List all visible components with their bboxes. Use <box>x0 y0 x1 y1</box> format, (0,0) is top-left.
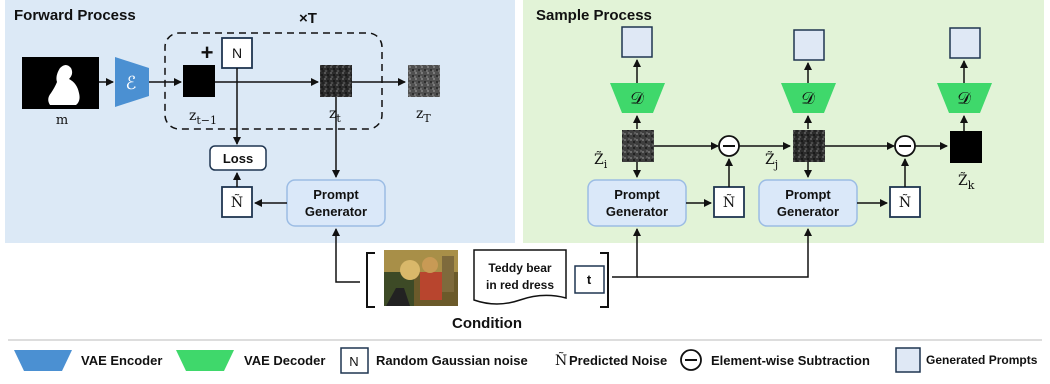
generated-prompt-2 <box>793 29 825 61</box>
legend-noise-box <box>340 347 369 374</box>
vae-encoder-shape <box>115 57 149 107</box>
generated-prompt-1 <box>621 26 653 58</box>
predicted-noise-box-sample-2 <box>889 186 921 218</box>
latent-z-t-minus-1 <box>183 65 215 97</box>
latent-z-i-label: Z̃i <box>594 150 608 171</box>
prompt-generator-sample-1-line1: Prompt <box>614 187 660 202</box>
latent-z-i <box>622 130 654 162</box>
mask-silhouette <box>48 65 80 105</box>
predicted-noise-label-forward: Ñ <box>231 193 243 211</box>
legend-vae-decoder: VAE Decoder <box>244 353 325 368</box>
latent-z-T <box>408 65 440 97</box>
legend-noise-symbol: N <box>349 354 358 369</box>
random-noise-label: N <box>232 45 242 61</box>
forward-title: Forward Process <box>14 7 136 24</box>
timestep-label: t <box>587 272 592 287</box>
repeat-label: ×T <box>299 10 317 27</box>
legend-decoder-shape <box>176 350 234 371</box>
vae-decoder-2 <box>781 83 836 113</box>
loss-box <box>209 145 267 171</box>
condition-text-line2: in red dress <box>486 278 554 292</box>
timestep-box <box>574 265 605 294</box>
legend-generated-box <box>895 347 921 373</box>
mask-label: m <box>56 113 68 128</box>
plus-sign: + <box>201 40 214 65</box>
repeat-loop-box <box>164 32 383 130</box>
sample-title: Sample Process <box>536 7 652 24</box>
latent-z-t <box>320 65 352 97</box>
condition-image <box>384 250 458 306</box>
legend-encoder-shape <box>14 350 72 371</box>
legend-random-noise: Random Gaussian noise <box>376 353 528 368</box>
loss-label: Loss <box>223 151 253 166</box>
latent-z-t-label: zt <box>329 106 341 125</box>
legend-subtraction: Element-wise Subtraction <box>711 353 870 368</box>
generated-prompt-3 <box>949 27 981 59</box>
latent-z-j <box>793 130 825 162</box>
encoder-symbol: ℰ <box>126 73 137 94</box>
legend-predicted-noise: Predicted Noise <box>569 353 667 368</box>
legend-generated-prompts: Generated Prompts <box>926 353 1038 367</box>
latent-z-k-label: Z̃k <box>958 171 975 192</box>
forward-panel <box>5 0 515 243</box>
predicted-noise-box-sample-1 <box>713 186 745 218</box>
prompt-generator-forward-line2: Generator <box>305 204 367 219</box>
vae-decoder-1 <box>610 83 665 113</box>
prompt-generator-sample-1-line2: Generator <box>606 204 668 219</box>
condition-label: Condition <box>452 315 522 332</box>
prompt-generator-sample-2-line1: Prompt <box>785 187 831 202</box>
decoder-symbol-2: 𝒟 <box>801 89 815 109</box>
condition-text-shape <box>473 249 567 305</box>
condition-text-line1: Teddy bear <box>488 261 551 275</box>
latent-z-T-label: zT <box>416 106 431 125</box>
latent-z-j-label: Z̃j <box>765 150 778 171</box>
decoder-symbol-1: 𝒟 <box>630 89 644 109</box>
latent-z-k <box>950 131 982 163</box>
latent-z-t-minus-1-label: zt−1 <box>189 108 217 127</box>
prompt-generator-sample-2-line2: Generator <box>777 204 839 219</box>
prompt-generator-forward-line1: Prompt <box>313 187 359 202</box>
predicted-noise-label-sample-1: Ñ <box>723 193 735 211</box>
decoder-symbol-3: 𝒟 <box>957 89 971 109</box>
legend-pred-symbol: Ñ <box>555 351 567 369</box>
legend-vae-encoder: VAE Encoder <box>81 353 162 368</box>
predicted-noise-label-sample-2: Ñ <box>899 193 911 211</box>
vae-decoder-3 <box>937 83 992 113</box>
